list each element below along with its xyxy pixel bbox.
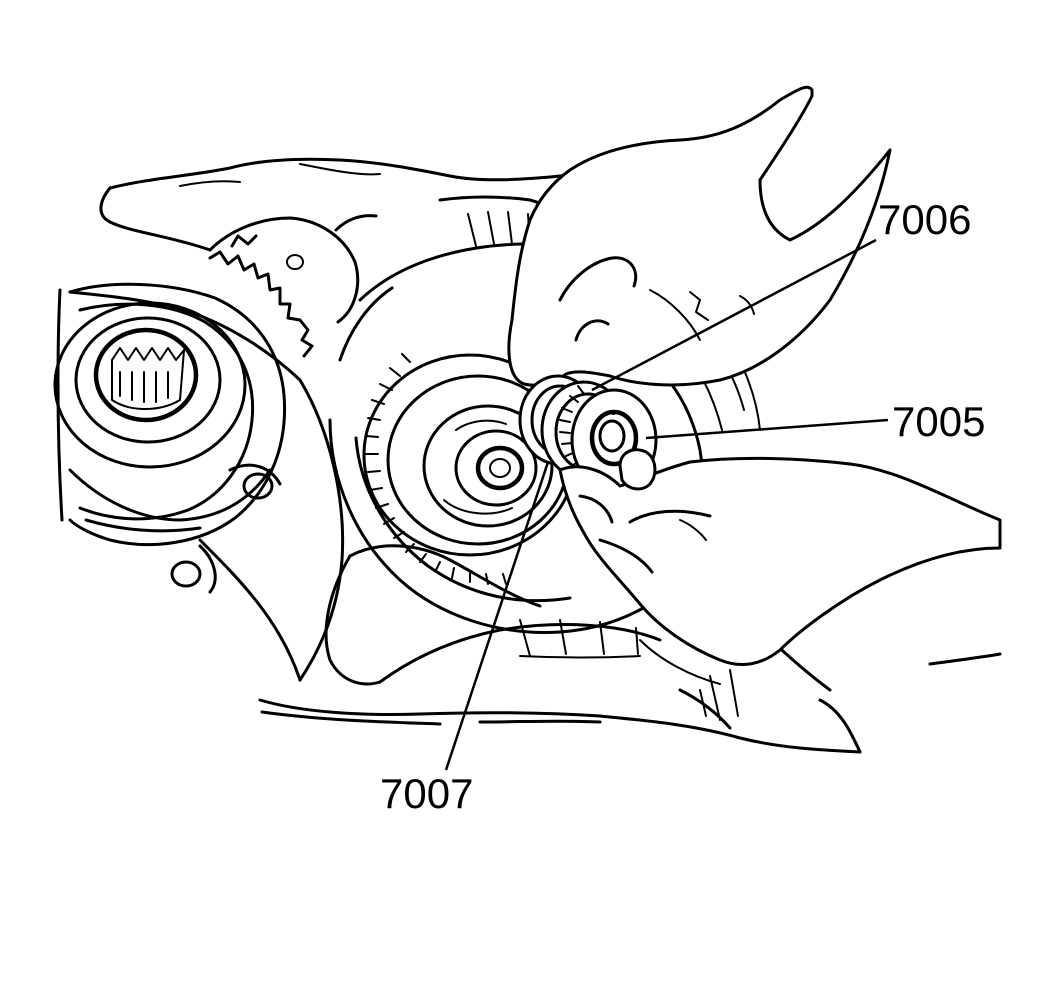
output-shaft-splines: [111, 347, 185, 410]
callout-7006: 7006: [878, 196, 971, 243]
idler-gear-teeth: [208, 234, 314, 358]
callout-7005: 7005: [892, 398, 985, 445]
clutch-ring-gear-teeth: [365, 353, 507, 585]
output-shaft-housing: [53, 282, 302, 682]
leader-line-7007: [444, 461, 550, 771]
upper-hand: [507, 85, 892, 387]
idler-gear: [208, 214, 378, 358]
leader-line-7006: [591, 238, 877, 392]
bearing-assembly: [518, 374, 658, 492]
lower-hand: [558, 448, 1002, 667]
leader-line-7005: [645, 418, 889, 440]
callout-labels: 7006 7005 7007: [380, 196, 985, 817]
leader-lines: [444, 238, 889, 771]
callout-7007: 7007: [380, 770, 473, 817]
support-bracket: [324, 544, 662, 686]
